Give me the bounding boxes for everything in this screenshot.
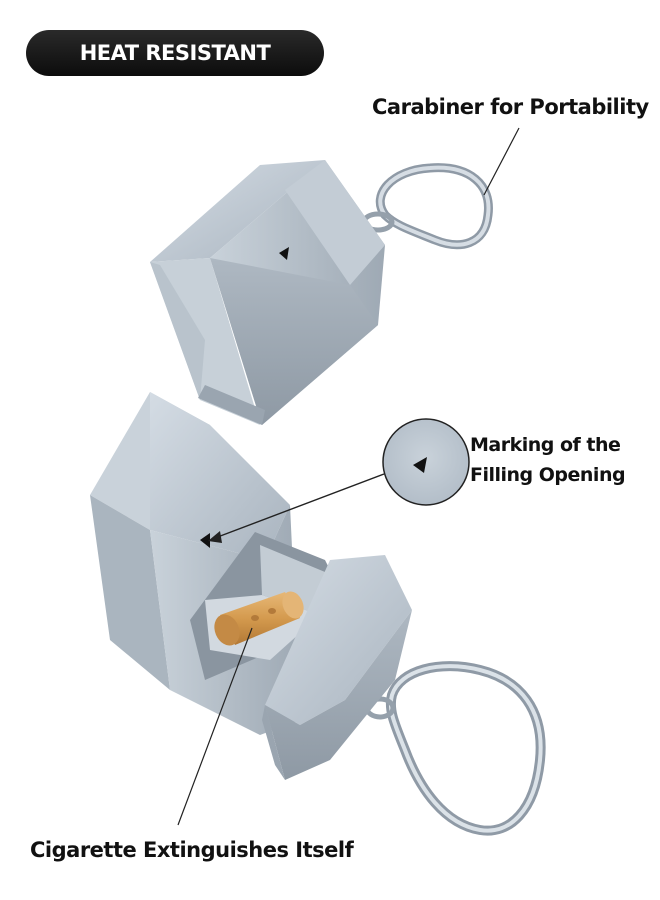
leader-line-marking [214,473,385,539]
closed-case [150,160,493,425]
callout-marking-line2: Filling Opening [470,464,626,486]
badge-text: HEAT RESISTANT [79,41,271,65]
callout-marking: Marking of the Filling Opening [470,430,626,490]
callout-marking-line1: Marking of the [470,434,621,456]
heat-resistant-badge: HEAT RESISTANT [26,30,324,76]
leader-line-carabiner [483,127,520,196]
marking-magnifier [382,418,470,506]
leader-arrow-marking [208,531,222,543]
triangle-marker-icon-zoom [413,457,427,473]
leader-line-cigarette [177,627,253,826]
carabiner-top-icon [361,163,493,250]
cigarette-filter [214,591,304,646]
carabiner-hook-icon [364,661,546,836]
triangle-marker-icon-open [200,533,210,548]
callout-cigarette: Cigarette Extinguishes Itself [30,838,354,862]
triangle-marker-icon [279,247,289,260]
open-case [90,392,546,836]
callout-carabiner: Carabiner for Portability [372,95,649,119]
